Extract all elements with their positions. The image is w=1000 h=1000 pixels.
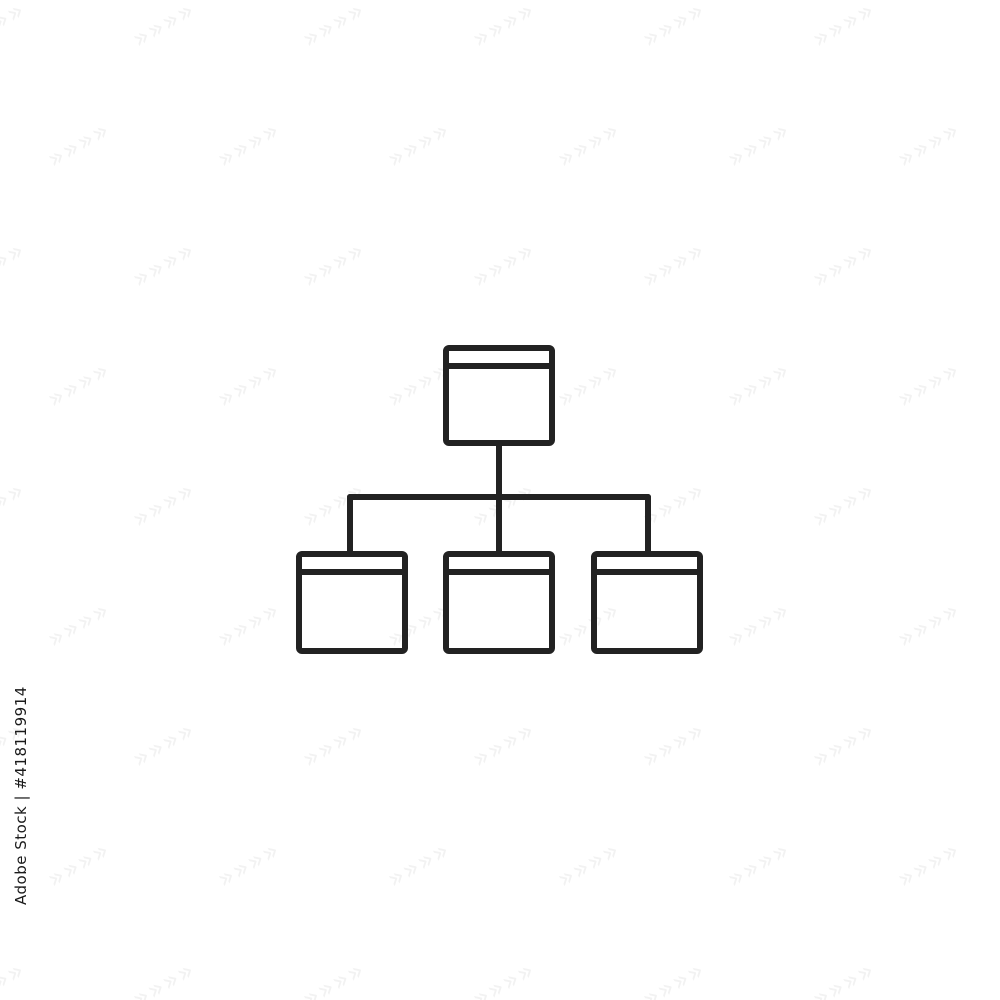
node-child-left-window (296, 551, 408, 654)
connector-lines (347, 440, 651, 557)
node-child-center-window (443, 551, 555, 654)
stock-id-label: Adobe Stock | #418119914 (12, 686, 30, 905)
node-root-window (443, 345, 555, 446)
node-child-right-window (591, 551, 703, 654)
